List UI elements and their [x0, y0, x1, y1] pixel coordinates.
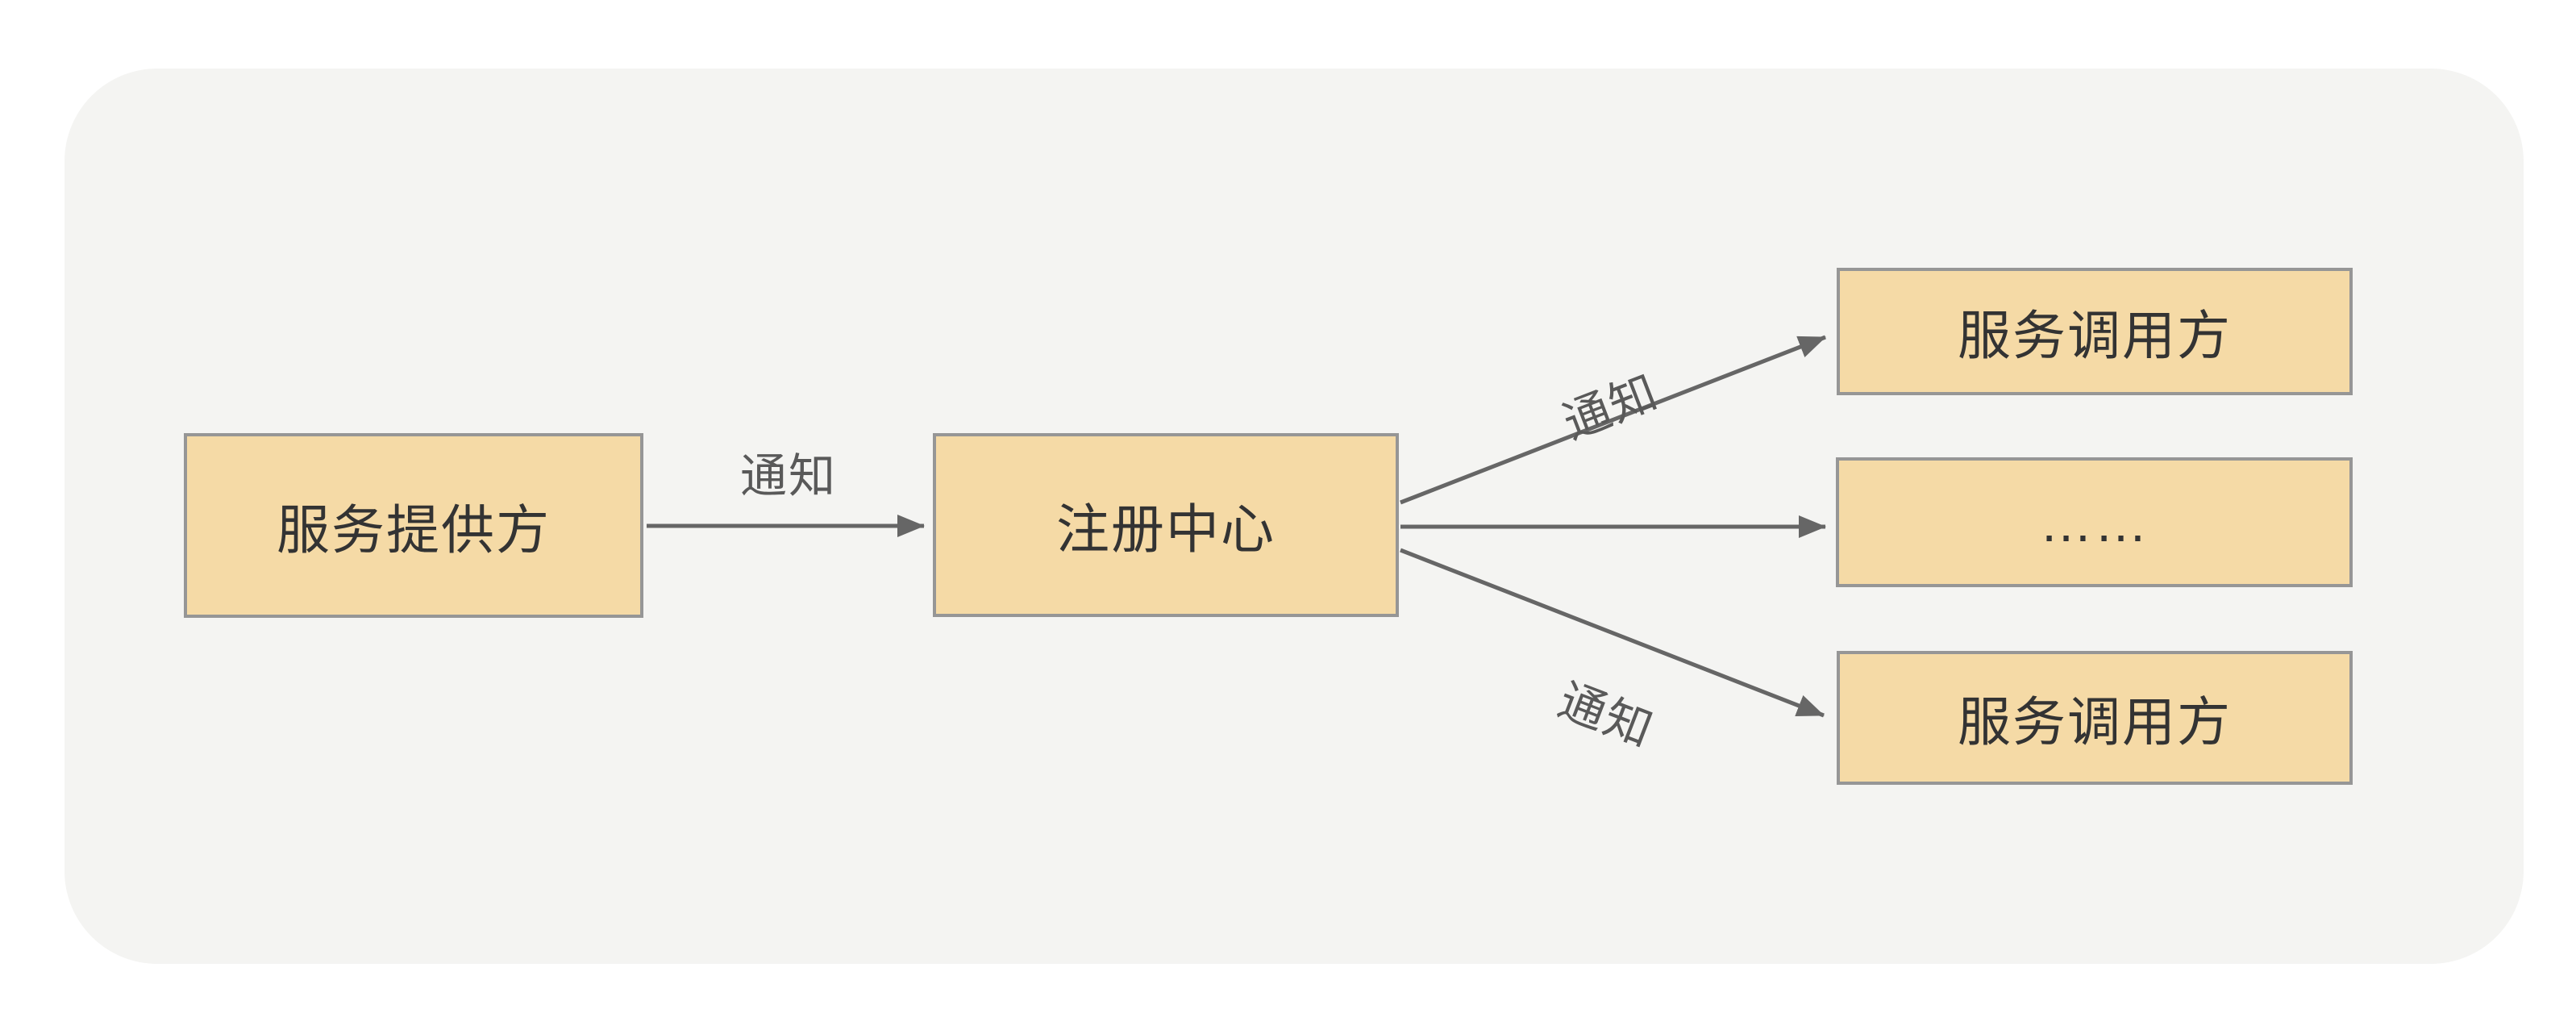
edge-label-notify-provider: 通知 [739, 450, 838, 502]
node-ellipsis: …… [1836, 457, 2353, 587]
node-service-caller-bottom: 服务调用方 [1837, 651, 2353, 785]
node-registry-center-label: 注册中心 [1056, 499, 1276, 559]
node-service-caller-bottom-label: 服务调用方 [1958, 692, 2232, 752]
node-service-provider-label: 服务提供方 [277, 499, 551, 560]
node-service-provider: 服务提供方 [184, 433, 643, 618]
node-ellipsis-label: …… [2039, 492, 2149, 553]
node-service-caller-top: 服务调用方 [1837, 268, 2353, 395]
node-service-caller-top-label: 服务调用方 [1958, 306, 2232, 365]
node-registry-center: 注册中心 [933, 433, 1399, 617]
